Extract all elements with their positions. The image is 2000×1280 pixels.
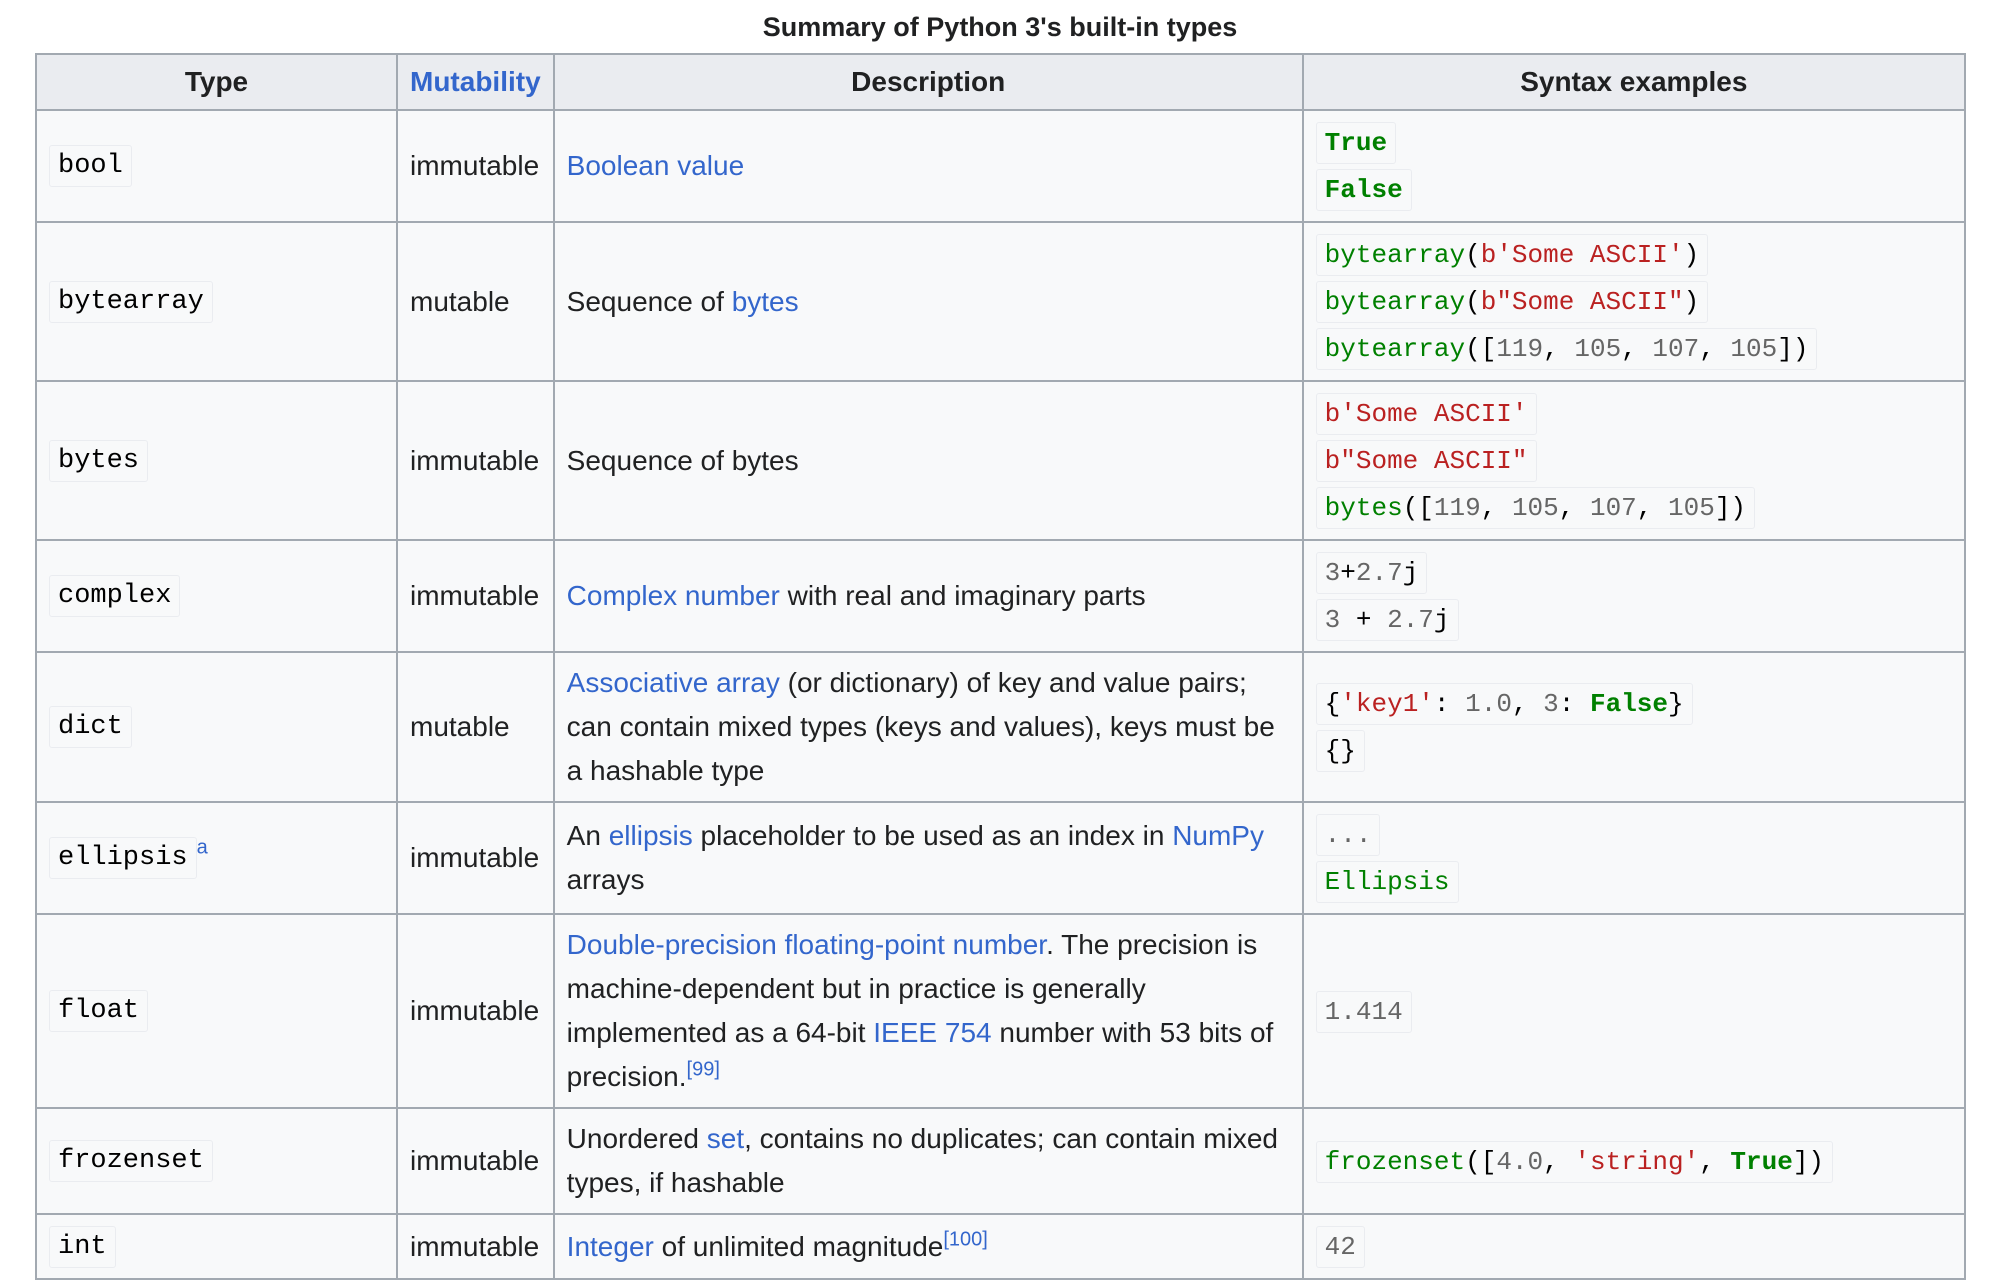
description-link[interactable]: Boolean value: [566, 150, 745, 181]
syntax-cell: 42: [1301, 1213, 1967, 1280]
mutability-cell: immutable: [396, 539, 555, 653]
syntax-example: bytearray(b"Some ASCII"): [1315, 281, 1709, 323]
description-link[interactable]: Associative array: [566, 667, 780, 698]
syntax-example: b"Some ASCII": [1315, 440, 1537, 482]
type-name: complex: [49, 575, 181, 617]
header-syntax-examples: Syntax examples: [1301, 53, 1967, 111]
description-cell: An ellipsis placeholder to be used as an…: [552, 801, 1304, 915]
syntax-example: 3 + 2.7j: [1315, 599, 1459, 641]
description-cell: Sequence of bytes: [552, 380, 1304, 541]
mutability-cell: immutable: [396, 801, 555, 915]
mutability-cell: immutable: [396, 109, 555, 223]
syntax-cell: {'key1': 1.0, 3: False} {}: [1301, 651, 1967, 803]
syntax-example: b'Some ASCII': [1315, 393, 1537, 435]
table-row: frozenset immutable Unordered set, conta…: [35, 1107, 1967, 1215]
type-name: bytearray: [49, 280, 213, 323]
syntax-example: ...: [1315, 814, 1381, 856]
type-cell: bytes: [35, 380, 398, 541]
table-header-row: Type Mutability Description Syntax examp…: [35, 53, 1967, 111]
reference-link[interactable]: [99]: [686, 1058, 720, 1081]
description-link[interactable]: ellipsis: [608, 820, 693, 851]
table-caption: Summary of Python 3's built-in types: [762, 12, 1238, 42]
table-row: complex immutable Complex number with re…: [35, 539, 1967, 653]
description-link[interactable]: bytes: [731, 285, 799, 317]
syntax-example: False: [1315, 169, 1412, 211]
type-cell: complex: [35, 539, 398, 653]
mutability-cell: immutable: [396, 1107, 555, 1215]
syntax-example: {}: [1315, 730, 1365, 772]
mutability-cell: mutable: [396, 651, 555, 803]
syntax-cell: True False: [1301, 109, 1967, 223]
footnote-link[interactable]: a: [196, 836, 208, 859]
syntax-example: 42: [1315, 1226, 1365, 1268]
header-mutability: Mutability: [396, 53, 555, 111]
type-cell: int: [35, 1213, 398, 1280]
description-cell: Integer of unlimited magnitude[100]: [552, 1213, 1304, 1280]
table-row: bytearray mutable Sequence of bytes byte…: [35, 221, 1967, 382]
type-cell: dict: [35, 651, 398, 803]
description-link[interactable]: Double-precision floating-point number: [566, 929, 1047, 960]
description-link[interactable]: NumPy: [1172, 820, 1264, 851]
description-cell: Complex number with real and imaginary p…: [552, 539, 1304, 653]
syntax-example: bytearray(b'Some ASCII'): [1315, 234, 1709, 276]
description-cell: Associative array (or dictionary) of key…: [552, 651, 1304, 803]
description-link[interactable]: set: [706, 1123, 745, 1154]
description-cell: Unordered set, contains no duplicates; c…: [552, 1107, 1304, 1215]
syntax-example: 3+2.7j: [1315, 552, 1428, 594]
mutability-link[interactable]: Mutability: [410, 66, 541, 97]
description-cell: Sequence of bytes: [552, 221, 1304, 382]
syntax-example: bytearray([119, 105, 107, 105]): [1315, 328, 1818, 370]
type-name: float: [49, 990, 149, 1032]
type-name: bool: [49, 145, 132, 187]
header-description: Description: [552, 53, 1304, 111]
type-name: int: [49, 1225, 116, 1268]
syntax-example: {'key1': 1.0, 3: False}: [1315, 683, 1693, 725]
syntax-example: 1.414: [1315, 990, 1412, 1033]
type-cell: frozenset: [35, 1107, 398, 1215]
table-row: int immutable Integer of unlimited magni…: [35, 1213, 1967, 1280]
description-link[interactable]: Integer: [566, 1230, 654, 1262]
syntax-example: frozenset([4.0, 'string', True]): [1315, 1140, 1834, 1183]
syntax-example: bytes([119, 105, 107, 105]): [1315, 487, 1756, 529]
type-cell: float: [35, 913, 398, 1109]
syntax-cell: 3+2.7j 3 + 2.7j: [1301, 539, 1967, 653]
syntax-example: True: [1315, 122, 1397, 164]
type-name: dict: [49, 706, 132, 748]
table-row: dict mutable Associative array (or dicti…: [35, 651, 1967, 803]
table-row: bytes immutable Sequence of bytes b'Some…: [35, 380, 1967, 541]
syntax-cell: b'Some ASCII' b"Some ASCII" bytes([119, …: [1301, 380, 1967, 541]
type-cell: bool: [35, 109, 398, 223]
syntax-cell: bytearray(b'Some ASCII') bytearray(b"Som…: [1301, 221, 1967, 382]
type-name: bytes: [49, 439, 149, 482]
syntax-example: Ellipsis: [1315, 861, 1459, 903]
type-name: ellipsis: [49, 837, 197, 879]
built-in-types-table: Type Mutability Description Syntax examp…: [35, 53, 1967, 1280]
type-cell: bytearray: [35, 221, 398, 382]
mutability-cell: immutable: [396, 380, 555, 541]
mutability-cell: immutable: [396, 913, 555, 1109]
description-link[interactable]: IEEE 754: [873, 1017, 992, 1048]
header-type: Type: [35, 53, 398, 111]
reference-link[interactable]: [100]: [943, 1228, 988, 1251]
mutability-cell: mutable: [396, 221, 555, 382]
syntax-cell: 1.414: [1301, 913, 1967, 1109]
table-row: bool immutable Boolean value True False: [35, 109, 1967, 223]
syntax-cell: frozenset([4.0, 'string', True]): [1301, 1107, 1967, 1215]
table-row: float immutable Double-precision floatin…: [35, 913, 1967, 1109]
description-cell: Boolean value: [552, 109, 1304, 223]
syntax-cell: ... Ellipsis: [1301, 801, 1967, 915]
type-name: frozenset: [49, 1140, 213, 1182]
mutability-cell: immutable: [396, 1213, 555, 1280]
description-cell: Double-precision floating-point number. …: [552, 913, 1304, 1109]
description-link[interactable]: Complex number: [566, 580, 780, 611]
